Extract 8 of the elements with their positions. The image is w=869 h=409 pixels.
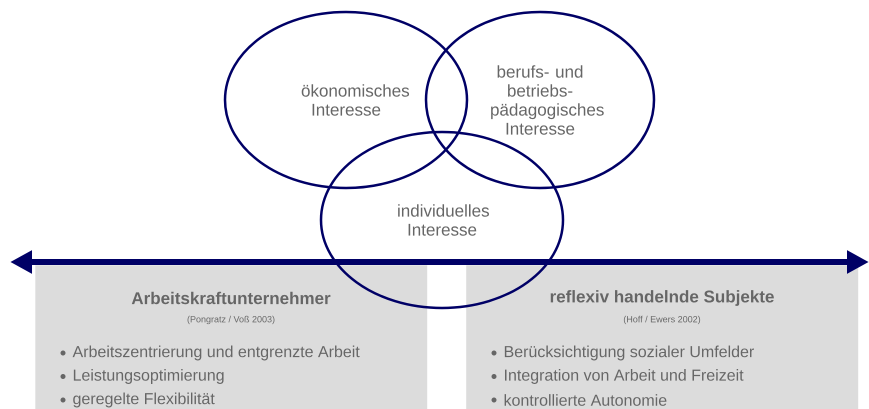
bullet-item: Berücksichtigung sozialer Umfelder xyxy=(504,346,754,360)
bullet-item: Arbeitszentrierung und entgrenzte Arbeit xyxy=(72,346,360,360)
citation: (Hoff / Ewers 2002) xyxy=(624,316,700,324)
citation: (Pongratz / Voß 2003) xyxy=(188,316,274,324)
bullet-item: kontrollierte Autonomie xyxy=(504,394,666,406)
bullet-item: Leistungsoptimierung xyxy=(74,369,224,384)
bullet-item: Integration von Arbeit und Freizeit xyxy=(505,369,744,384)
bullet-item: geregelte Flexibilität xyxy=(73,392,215,408)
